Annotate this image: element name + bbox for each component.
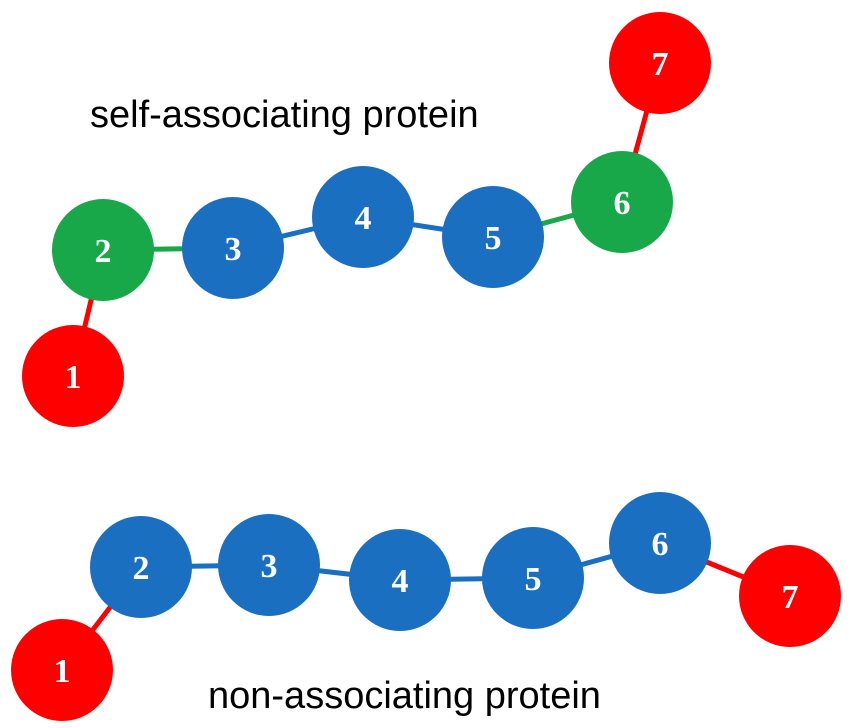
bead-label: 2 [95,233,112,270]
bead-3 [182,197,284,299]
bead-6 [609,492,711,594]
non-associating-chain: 1 2 3 4 5 6 7 [11,492,841,721]
bead-label: 7 [782,579,799,616]
bead-label: 7 [652,46,669,83]
bead-label: 5 [525,561,542,598]
bead-label: 1 [54,653,71,690]
bead-label: 6 [652,526,669,563]
bead-7 [739,545,841,647]
self-associating-chain: 1 2 3 4 5 6 7 [22,12,711,427]
bead-2 [52,199,154,301]
bead-2 [90,516,192,618]
bead-label: 2 [133,550,150,587]
bead-1 [22,325,124,427]
bead-label: 3 [261,548,278,585]
bead-label: 4 [392,563,409,600]
bead-label: 4 [355,200,372,237]
bead-label: 5 [485,220,502,257]
bead-5 [442,186,544,288]
self-associating-title: self-associating protein [90,94,479,136]
bead-label: 3 [225,231,242,268]
bead-4 [349,529,451,631]
bead-3 [218,514,320,616]
bead-4 [312,166,414,268]
bead-label: 1 [65,359,82,396]
bead-1 [11,619,113,721]
non-associating-title: non-associating protein [208,675,601,717]
bead-label: 6 [614,185,631,222]
bead-6 [571,151,673,253]
bead-5 [482,527,584,629]
bead-7 [609,12,711,114]
